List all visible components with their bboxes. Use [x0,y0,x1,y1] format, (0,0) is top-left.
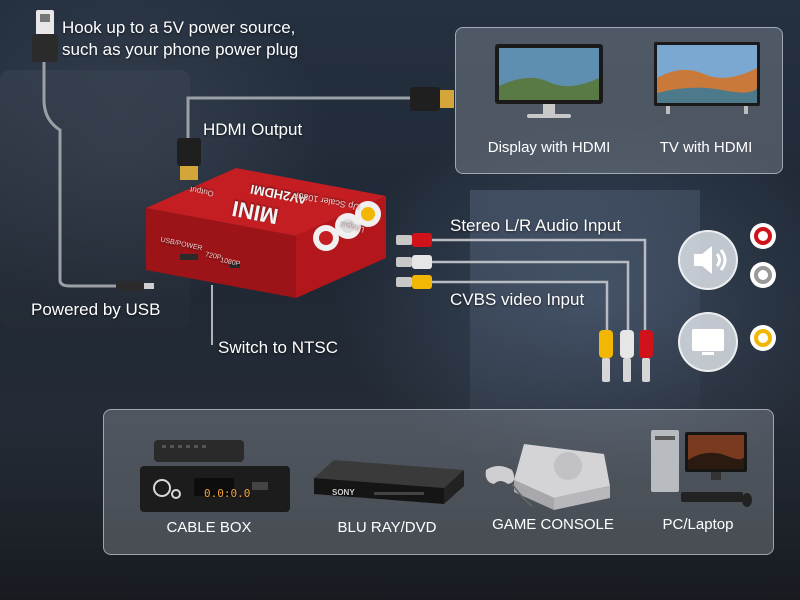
bluray-player-icon [314,460,464,504]
screen-icon [678,312,738,372]
bluray-brand-text: SONY [332,488,355,497]
output-caption-display: Display with HDMI [487,139,611,156]
powered-by-usb-label: Powered by USB [31,300,161,319]
tv-icon [654,42,760,114]
background-window [470,190,700,410]
rca-white-jack-icon [750,262,776,288]
rca-plugs-vertical-icon [599,330,653,382]
power-source-label-line1: Hook up to a 5V power source, [62,18,296,37]
stereo-audio-input-label: Stereo L/R Audio Input [450,216,622,235]
hdmi-plug-left-icon [177,138,201,180]
monitor-icon [495,44,603,118]
hdmi-cable [186,96,430,140]
micro-usb-plug-icon [116,281,154,291]
rca-yellow-cable [425,280,609,335]
rca-plugs-horizontal-icon [396,233,432,289]
source-caption-cable-box: CABLE BOX [166,519,252,536]
speaker-icon [678,230,738,290]
game-console-icon [485,444,610,510]
hdmi-output-panel: Display with HDMI TV with HDMI [455,27,783,174]
rca-red-jack-icon [750,223,776,249]
hdmi-output-label: HDMI Output [203,120,303,139]
cvbs-video-input-label: CVBS video Input [450,290,585,309]
switch-ntsc-label: Switch to NTSC [218,338,338,357]
cable-box-icon [140,440,290,512]
source-caption-pc: PC/Laptop [662,516,734,533]
usb-plug-icon [32,10,58,62]
av2hdmi-converter-device [146,168,386,298]
hdmi-plug-right-icon [410,87,454,111]
cable-box-display-text: 0.0:0.0 [204,487,251,500]
power-source-label-line2: such as your phone power plug [62,40,299,59]
source-caption-bluray: BLU RAY/DVD [337,519,437,536]
usb-cable [42,60,120,288]
source-caption-game-console: GAME CONSOLE [492,516,614,533]
av-source-panel: 0.0:0.0 SONY CABL [103,409,774,555]
pc-icon [651,430,752,507]
output-caption-tv: TV with HDMI [659,139,753,156]
rca-yellow-jack-icon [750,325,776,351]
rca-red-cable [425,238,647,335]
rca-white-cable [425,260,630,335]
